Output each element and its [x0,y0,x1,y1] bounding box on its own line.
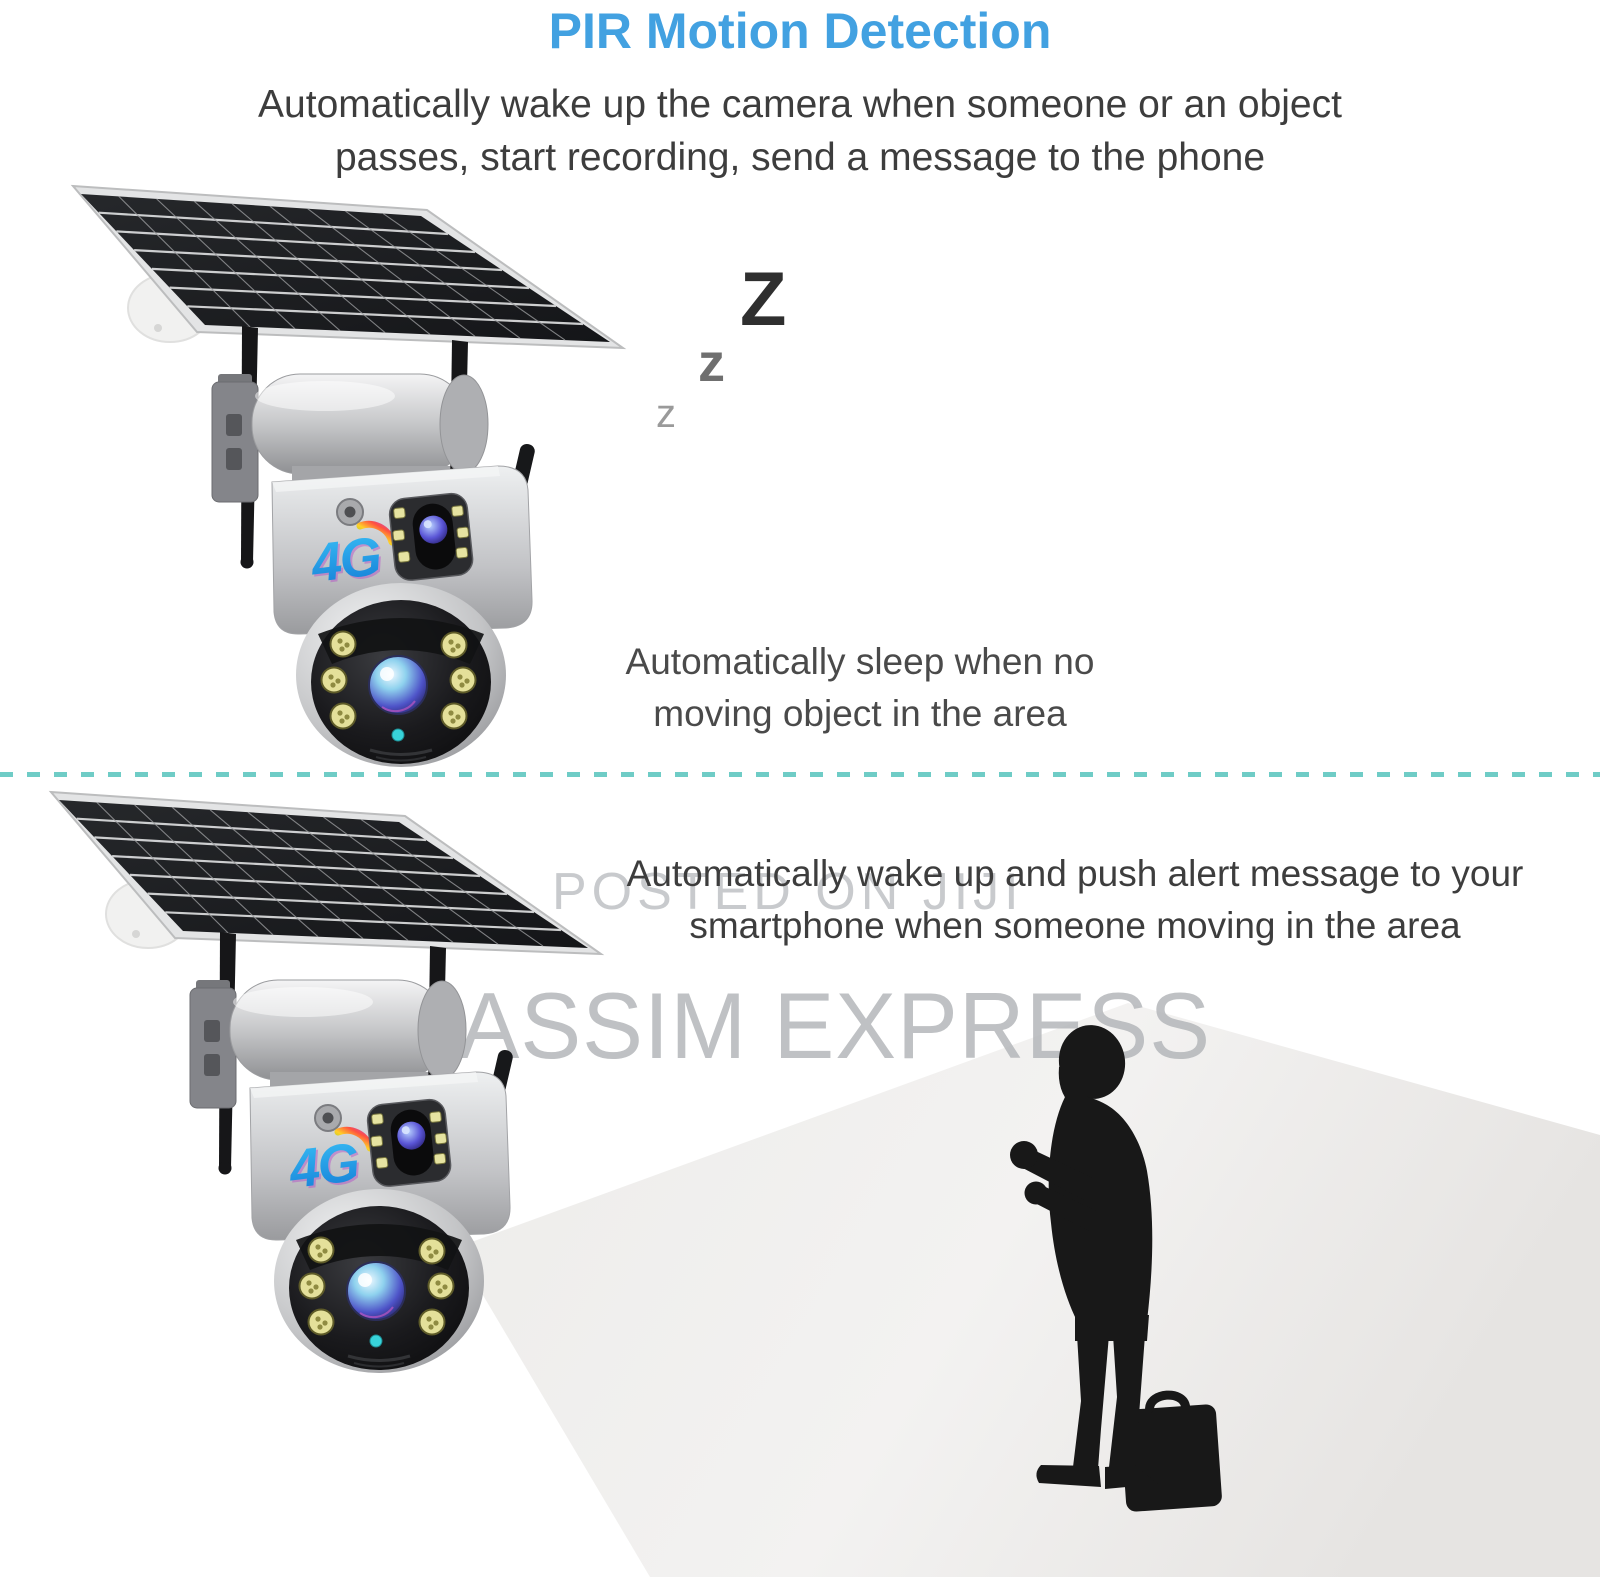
subtitle: Automatically wake up the camera when so… [100,78,1500,184]
sleep-note-line-1: Automatically sleep when no [625,641,1095,682]
alert-note-line-2: smartphone when someone moving in the ar… [689,905,1461,946]
divider-dashed-line [0,772,1600,777]
sleep-z-large: Z [740,257,787,342]
page-title: PIR Motion Detection [548,3,1052,59]
subtitle-line-1: Automatically wake up the camera when so… [258,83,1342,126]
subtitle-line-2: passes, start recording, send a message … [334,136,1266,179]
man-figure [1010,1025,1158,1489]
sleep-z-medium: z [698,333,725,393]
sleep-note-line-2: moving object in the area [653,693,1067,734]
sleep-z-small: z [656,392,676,436]
watermark-posted-on: POSTED ON JIJI [552,863,1024,921]
silhouette-man [1010,1025,1222,1512]
alert-note: Automatically wake up and push alert mes… [545,848,1600,952]
alert-note-line-1: Automatically wake up and push alert mes… [626,853,1524,894]
sleep-note: Automatically sleep when no moving objec… [540,636,1180,740]
